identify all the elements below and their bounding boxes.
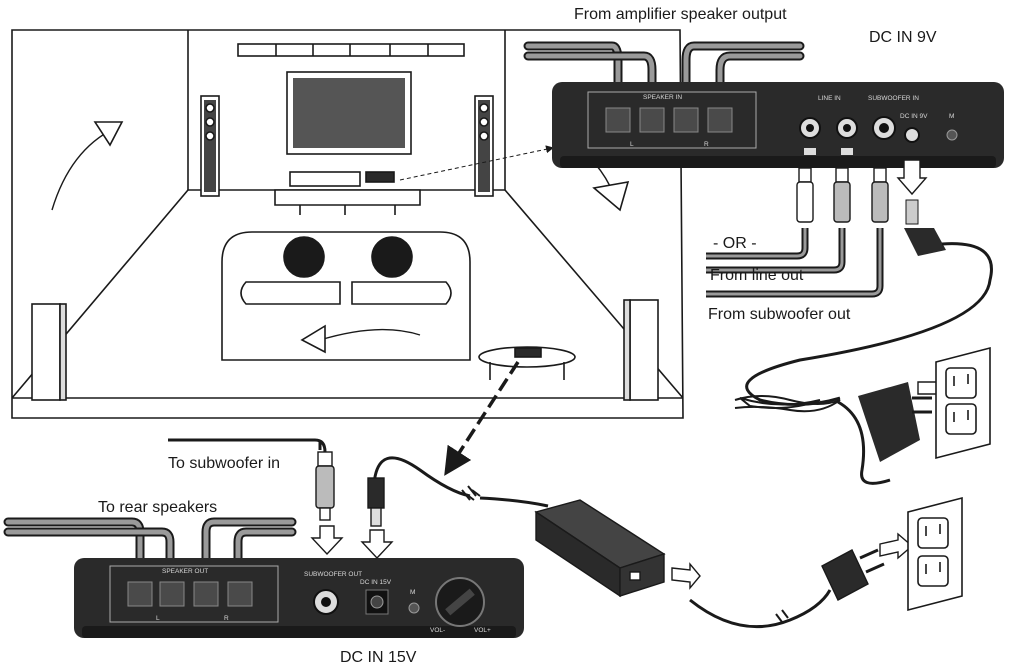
front-unit-dashed-link [399, 145, 554, 181]
front-dc-in-label: DC IN 9V [900, 113, 928, 120]
rear-unit-small [514, 347, 542, 358]
cable-break-marks [461, 485, 477, 501]
rear-unit-dashed-link [444, 361, 520, 476]
rear-m-button [408, 602, 420, 614]
receiver [289, 171, 361, 187]
power-plug [821, 549, 869, 601]
m-button [946, 129, 958, 141]
line-in-label: LINE IN [818, 95, 841, 102]
front-unit-small [365, 171, 395, 183]
room-outline [11, 29, 684, 419]
soundbar [237, 43, 465, 57]
left-arrow [51, 127, 116, 211]
rear-right-speaker [629, 299, 659, 401]
room-illustration [11, 29, 684, 419]
to-rear-speakers-label: To rear speakers [98, 499, 218, 516]
rear-unit-plugs [168, 438, 549, 560]
rear-r-label: R [224, 615, 229, 622]
dc-9v-cable [734, 159, 993, 485]
vol-min-label: VOL- [430, 627, 445, 634]
rear-dc-in-label: DC IN 15V [360, 579, 392, 586]
front-r-label: R [704, 141, 709, 148]
power-brick-15v [534, 499, 914, 629]
person-left [283, 236, 325, 278]
from-subwoofer-out-label: From subwoofer out [708, 306, 851, 323]
person-right [371, 236, 413, 278]
front-l-label: L [630, 141, 634, 148]
rca-cables [706, 228, 884, 298]
wall-outlet-top [935, 346, 991, 460]
from-line-out-label: From line out [710, 267, 804, 284]
rear-speaker-out-label: SPEAKER OUT [162, 568, 208, 575]
rear-left-speaker [31, 303, 61, 401]
wall-adapter-9v [858, 382, 920, 462]
cable-coil [734, 395, 841, 413]
dc-in-15v-label: DC IN 15V [340, 649, 417, 666]
front-speaker-in-label: SPEAKER IN [643, 94, 682, 101]
front-m-label: M [949, 113, 954, 120]
rca-plugs [796, 167, 889, 223]
dc-in-9v-jack [904, 127, 920, 143]
to-subwoofer-in-label: To subwoofer in [168, 455, 281, 472]
tv-stand [274, 189, 421, 206]
or-label: - OR - [713, 235, 757, 252]
from-amplifier-label: From amplifier speaker output [574, 6, 787, 23]
rear-m-label: M [410, 589, 415, 596]
rear-l-label: L [156, 615, 160, 622]
dc-in-9v-label: DC IN 9V [869, 29, 937, 46]
subwoofer-in-label: SUBWOOFER IN [868, 95, 919, 102]
vol-max-label: VOL+ [474, 627, 491, 634]
front-unit: SPEAKER IN L R LINE IN SUBWOOFER IN DC I… [523, 41, 1004, 168]
wall-outlet-bottom [907, 496, 963, 612]
rear-unit: SPEAKER OUT L R SUBWOOFER OUT DC IN 15V … [3, 517, 524, 638]
bottom-arrow [319, 328, 421, 341]
subwoofer-out-label: SUBWOOFER OUT [304, 571, 362, 578]
